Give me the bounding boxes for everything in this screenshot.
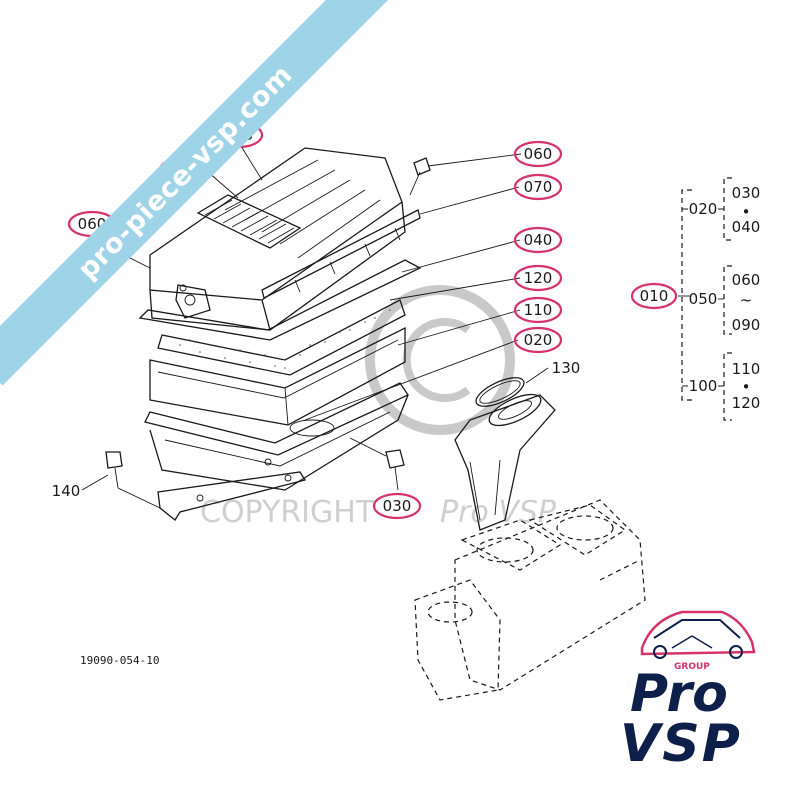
copyright-watermark: COPYRIGHT Pro VSP: [200, 285, 557, 530]
callout-060-right: 060: [513, 140, 563, 168]
callout-070: 070: [513, 173, 563, 201]
callout-120: 120: [513, 264, 563, 292]
filter-element-speckle: [179, 309, 391, 369]
callout-030: 030: [372, 492, 422, 520]
car-outline-icon: [640, 610, 756, 659]
copyright-watermark-text: COPYRIGHT: [200, 495, 375, 530]
tree-b-tilde: ~: [740, 291, 753, 309]
logo-group-text: GROUP: [674, 662, 710, 672]
tree-b-item-1: 060: [732, 271, 761, 289]
tree-branch-b: 050: [689, 290, 718, 308]
tree-branch-a: 020: [689, 200, 718, 218]
svg-text:070: 070: [524, 178, 553, 196]
callout-130: 130: [552, 359, 581, 377]
callout-110: 110: [513, 296, 563, 324]
tree-c-item-1: 110: [732, 360, 761, 378]
assembly-tree: 010 020 030 • 040 050 060 ~ 090 100 110 …: [630, 177, 761, 421]
logo-pro-text: Pro: [630, 664, 728, 724]
svg-text:030: 030: [383, 497, 412, 515]
tree-a-item-2: 040: [732, 218, 761, 236]
tree-branch-c: 100: [689, 377, 718, 395]
callout-040: 040: [513, 226, 563, 254]
tree-root: 010: [640, 287, 669, 305]
engine-block-phantom: [414, 499, 646, 701]
leader-lines: [81, 137, 549, 491]
svg-text:130: 130: [552, 359, 581, 377]
svg-text:040: 040: [524, 231, 553, 249]
tree-b-item-2: 090: [732, 316, 761, 334]
logo-vsp-text: VSP: [620, 714, 742, 774]
svg-text:060: 060: [524, 145, 553, 163]
callout-140: 140: [52, 482, 81, 500]
tree-a-dot: •: [742, 203, 751, 221]
brand-logo: GROUP Pro VSP: [612, 590, 772, 780]
tree-root-ring: [630, 282, 678, 310]
svg-text:120: 120: [524, 269, 553, 287]
tree-c-dot: •: [742, 378, 751, 396]
callout-020: 020: [513, 326, 563, 354]
tree-c-item-2: 120: [732, 394, 761, 412]
svg-text:110: 110: [524, 301, 553, 319]
tree-a-item-1: 030: [732, 184, 761, 202]
svg-text:140: 140: [52, 482, 81, 500]
drawing-code: 19090-054-10: [80, 654, 159, 667]
svg-text:020: 020: [524, 331, 553, 349]
